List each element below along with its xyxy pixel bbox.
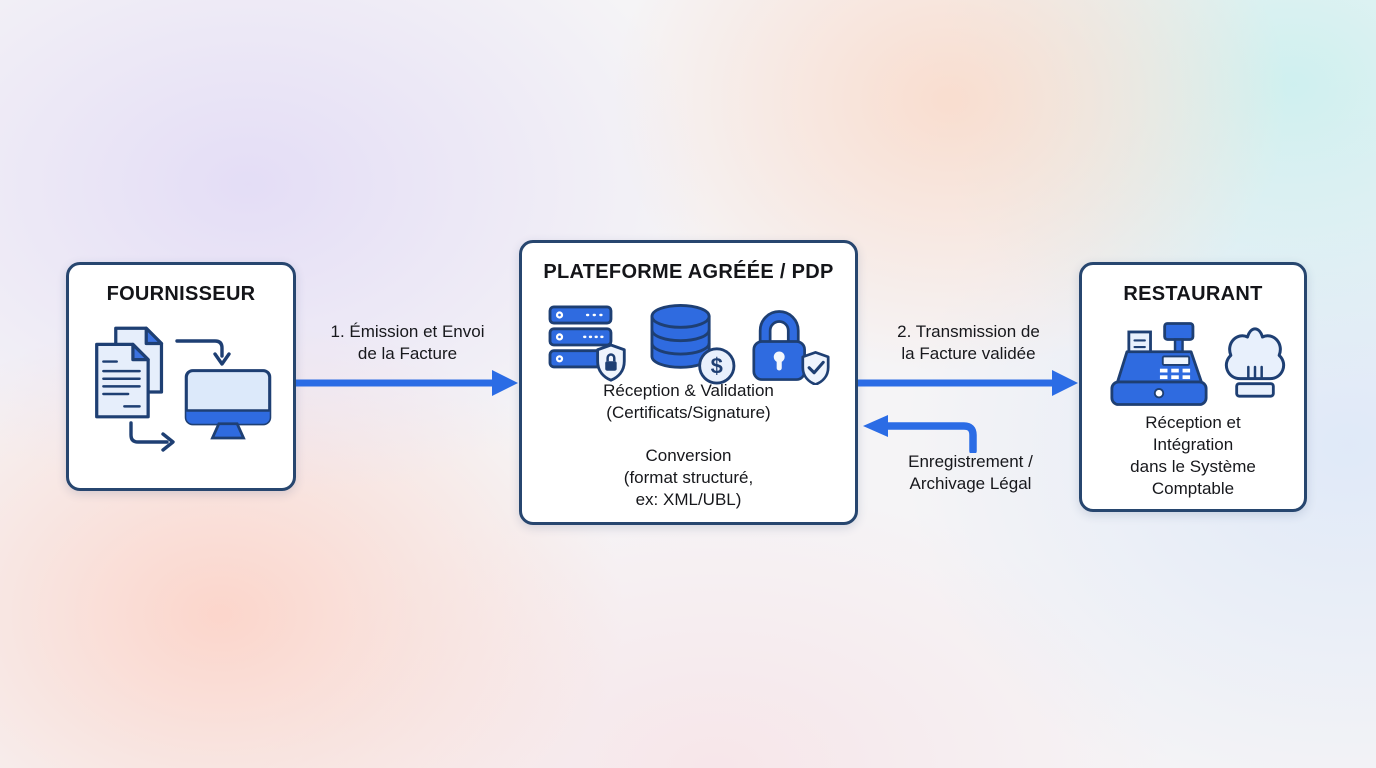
flow2-label: 2. Transmission de la Facture validée [897, 322, 1040, 363]
supplier-node: FOURNISSEUR [66, 262, 296, 491]
documents-icon [95, 326, 164, 419]
database-dollar-icon: $ [650, 303, 735, 385]
flow2-arrow [858, 370, 1078, 396]
flow3-label: Enregistrement / Archivage Légal [908, 452, 1033, 493]
restaurant-caption: Réception et Intégration dans le Système… [1130, 413, 1256, 498]
flow1-arrow [296, 370, 518, 396]
restaurant-title: RESTAURANT [1123, 283, 1263, 305]
restaurant-node: RESTAURANT Réce [1079, 262, 1307, 512]
platform-node: PLATEFORME AGRÉÉE / PDP [519, 240, 858, 525]
monitor-icon [184, 369, 272, 440]
padlock-check-icon [751, 310, 830, 385]
platform-title: PLATEFORME AGRÉÉE / PDP [543, 261, 834, 283]
supplier-title: FOURNISSEUR [106, 283, 256, 305]
flow3-arrow [863, 415, 977, 453]
secured-server-icon [548, 305, 626, 382]
chef-hat-icon [1224, 327, 1286, 398]
curve-arrow-right-icon [129, 421, 175, 452]
cash-register-icon [1110, 322, 1208, 406]
platform-icons-row: $ [522, 303, 855, 385]
platform-caption: Réception & Validation (Certificats/Sign… [603, 381, 774, 509]
flow1-label: 1. Émission et Envoi de la Facture [330, 322, 485, 363]
svg-text:$: $ [710, 354, 722, 379]
curve-arrow-down-icon [175, 339, 231, 366]
